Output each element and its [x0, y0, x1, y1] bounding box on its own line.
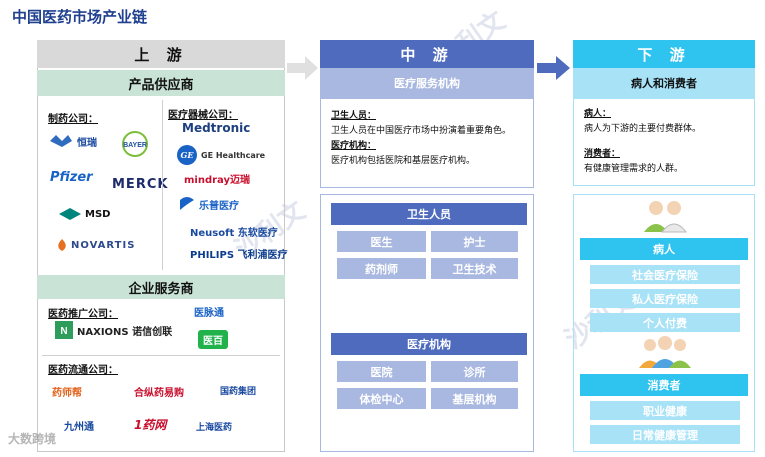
institution-header: 医疗机构 — [331, 333, 527, 355]
msd-icon — [59, 208, 81, 220]
medtronic-logo: Medtronic — [182, 121, 251, 135]
hezong-logo: 合纵药易购 — [134, 388, 184, 399]
novartis-logo: NOVARTIS — [56, 238, 135, 252]
personnel-desc-title: 卫生人员： — [331, 111, 377, 121]
hengrui-logo: 恒瑞 — [48, 133, 97, 149]
pfizer-logo: Pfizer — [50, 170, 93, 185]
institution-hospital: 医院 — [337, 361, 426, 382]
msd-logo: MSD — [58, 207, 110, 221]
consumers-icon — [639, 336, 691, 368]
services-header: 企业服务商 — [37, 275, 285, 299]
consumer-desc-text: 有健康管理需求的人群。 — [584, 164, 684, 174]
page-title: 中国医药市场产业链 — [12, 8, 148, 26]
personnel-pharmacist: 药剂师 — [337, 258, 426, 279]
consumers-occupational-health: 职业健康 — [590, 401, 740, 420]
hengrui-icon — [50, 135, 72, 147]
consumers-daily-health-management: 日常健康管理 — [590, 425, 740, 444]
naxions-logo: N NAXIONS 诺信创联 — [54, 320, 172, 340]
neusoft-logo: Neusoft 东软医疗 — [190, 228, 278, 239]
sinopharm-logo: 国药集团 — [220, 387, 257, 397]
downstream-description: 病人： 病人为下游的主要付费群体。 消费者： 有健康管理需求的人群。 — [573, 98, 755, 186]
naxions-icon: N — [55, 321, 73, 339]
patient-desc-title: 病人： — [584, 109, 612, 119]
bayer-logo: BAYER — [118, 131, 152, 157]
downstream-detail-box — [573, 194, 755, 452]
shanghai-pharma-logo: 上海医药 — [196, 423, 233, 433]
yimaitong-logo: 医脉通 — [194, 308, 224, 319]
downstream-subheader: 病人和消费者 — [573, 68, 755, 98]
merck-logo: MERCK — [112, 177, 169, 192]
institution-clinic: 诊所 — [431, 361, 518, 382]
midstream-header: 中 游 — [320, 40, 534, 68]
mindray-logo: mindray迈瑞 — [184, 175, 251, 186]
consumers-header: 消费者 — [580, 374, 748, 396]
lepu-icon — [180, 197, 194, 210]
personnel-header: 卫生人员 — [331, 203, 527, 225]
jiuzhoutong-logo: 九州通 — [64, 422, 94, 433]
yaoshibang-logo: 药师帮 — [52, 388, 82, 399]
yibai-logo: 医百 — [198, 330, 228, 349]
downstream-header: 下 游 — [573, 40, 755, 68]
patient-desc-text: 病人为下游的主要付费群体。 — [584, 124, 702, 134]
institution-primary-care: 基层机构 — [431, 388, 518, 409]
pharma-label: 制药公司： — [48, 114, 98, 125]
flow-arrow-1 — [287, 56, 318, 80]
ge-logo: GE GE Healthcare — [176, 144, 265, 166]
personnel-doctor: 医生 — [337, 231, 426, 252]
svg-text:GE: GE — [181, 150, 195, 160]
philips-logo: PHILIPS 飞利浦医疗 — [190, 250, 288, 261]
institution-desc-text: 医疗机构包括医院和基层医疗机构。 — [331, 156, 476, 166]
midstream-detail-box — [320, 194, 534, 452]
bayer-icon: BAYER — [122, 131, 148, 157]
lepu-logo: 乐普医疗 — [178, 196, 239, 212]
source-watermark: 大数跨境 — [8, 432, 57, 446]
ge-icon: GE — [177, 145, 197, 165]
1yaowang-logo: 1药网 — [134, 418, 167, 432]
upstream-header: 上 游 — [37, 40, 285, 68]
personnel-technician: 卫生技术 — [431, 258, 518, 279]
section-divider — [42, 355, 280, 356]
flow-arrow-2 — [537, 56, 570, 80]
patients-private-insurance: 私人医疗保险 — [590, 289, 740, 308]
svg-text:N: N — [60, 326, 67, 337]
patients-icon — [644, 201, 688, 233]
promo-label: 医药推广公司： — [48, 309, 118, 320]
personnel-nurse: 护士 — [431, 231, 518, 252]
consumer-desc-title: 消费者： — [584, 149, 621, 159]
novartis-icon — [58, 239, 66, 251]
personnel-desc-text: 卫生人员在中国医疗市场中扮演着重要角色。 — [331, 126, 512, 136]
svg-text:BAYER: BAYER — [123, 142, 147, 149]
circulation-label: 医药流通公司： — [48, 365, 118, 376]
column-divider — [162, 100, 163, 270]
patients-self-pay: 个人付费 — [590, 313, 740, 332]
patients-header: 病人 — [580, 238, 748, 260]
midstream-description: 卫生人员： 卫生人员在中国医疗市场中扮演着重要角色。 医疗机构： 医疗机构包括医… — [320, 98, 534, 188]
device-label: 医疗器械公司： — [168, 110, 238, 121]
institution-checkup-center: 体检中心 — [337, 388, 426, 409]
patients-social-insurance: 社会医疗保险 — [590, 265, 740, 284]
midstream-subheader: 医疗服务机构 — [320, 68, 534, 98]
suppliers-header: 产品供应商 — [37, 70, 285, 96]
institution-desc-title: 医疗机构： — [331, 141, 377, 151]
